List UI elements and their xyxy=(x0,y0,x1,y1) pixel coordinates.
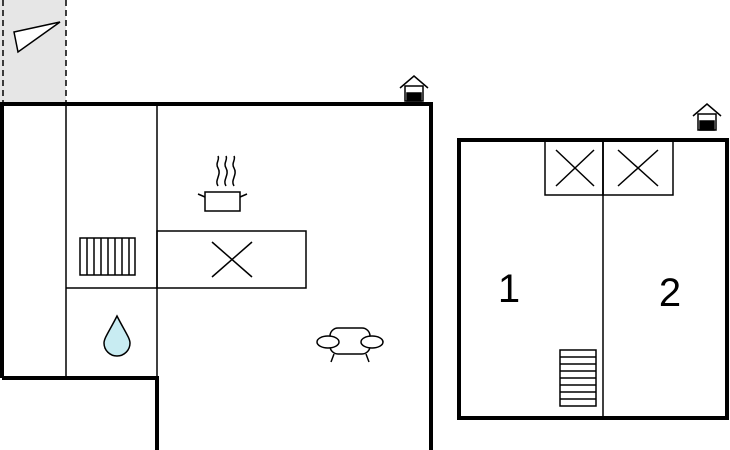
radiator-icon xyxy=(79,237,136,276)
ground-floor-lower-wall xyxy=(2,376,159,450)
staircase-icon xyxy=(559,349,597,407)
room-label-2: 2 xyxy=(659,271,681,315)
bed-icon xyxy=(544,139,604,196)
ground-floor xyxy=(0,75,433,450)
water-drop-icon xyxy=(103,314,131,357)
upper-floor: 1 2 xyxy=(457,103,729,420)
room-label-1: 1 xyxy=(498,267,520,311)
kitchen-counter-icon xyxy=(156,230,307,289)
entrance-house-icon xyxy=(692,103,722,131)
bed-icon xyxy=(602,139,674,196)
entrance-house-icon xyxy=(399,75,429,102)
terrace-arrow-icon xyxy=(13,21,61,54)
terrace xyxy=(0,0,67,104)
cooking-pot-icon xyxy=(197,155,248,212)
ground-floor-outer-wall xyxy=(0,102,433,450)
sofa-icon xyxy=(316,327,384,363)
